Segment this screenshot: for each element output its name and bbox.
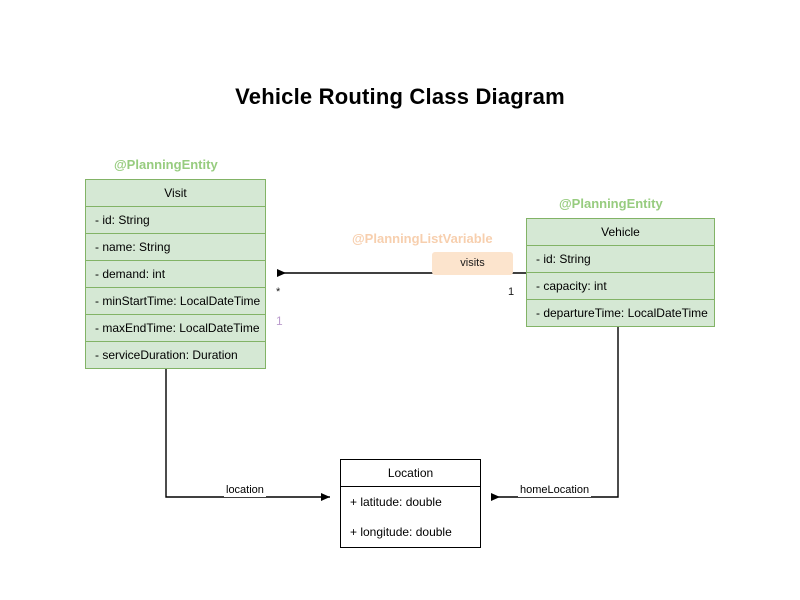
class-attribute: - capacity: int — [527, 272, 714, 299]
class-attribute: - id: String — [95, 213, 150, 227]
class-box-location[interactable]: Location + latitude: double + longitude:… — [340, 459, 481, 548]
role-label-home-location: homeLocation — [518, 484, 592, 497]
edge-visit-location — [165, 363, 330, 501]
class-attribute: - demand: int — [86, 260, 265, 287]
class-attribute: - minStartTime: LocalDateTime — [86, 287, 265, 314]
class-box-visit[interactable]: Visit - id: String - name: String - dema… — [85, 179, 266, 369]
class-name-location: Location — [341, 460, 480, 487]
multiplicity-visit-location: 1 — [276, 314, 283, 328]
stereotype-vehicle: @PlanningEntity — [559, 196, 663, 211]
class-attributes-visit: - id: String - name: String - demand: in… — [86, 207, 265, 368]
class-attribute: - id: String — [536, 252, 591, 266]
stereotype-planning-list-variable: @PlanningListVariable — [352, 231, 493, 246]
role-label-location: location — [224, 484, 266, 497]
class-name-visit: Visit — [86, 180, 265, 207]
class-attribute: + longitude: double — [350, 525, 452, 539]
stereotype-visit: @PlanningEntity — [114, 157, 218, 172]
class-name-vehicle: Vehicle — [527, 219, 714, 246]
class-attributes-location: + latitude: double + longitude: double — [341, 487, 480, 547]
role-label-visits: visits — [432, 252, 513, 275]
class-attribute: + latitude: double — [350, 495, 442, 509]
class-attribute: - maxEndTime: LocalDateTime — [86, 314, 265, 341]
class-attribute: - name: String — [86, 233, 265, 260]
edge-vehicle-home-location — [491, 322, 619, 501]
class-box-vehicle[interactable]: Vehicle - id: String - capacity: int - d… — [526, 218, 715, 327]
class-attribute: - serviceDuration: Duration — [86, 341, 265, 368]
page-title: Vehicle Routing Class Diagram — [235, 84, 565, 109]
class-attribute: - departureTime: LocalDateTime — [527, 299, 714, 326]
multiplicity-visits-source: 1 — [508, 286, 515, 298]
class-attributes-vehicle: - id: String - capacity: int - departure… — [527, 246, 714, 326]
multiplicity-visits-target: * — [276, 286, 281, 298]
